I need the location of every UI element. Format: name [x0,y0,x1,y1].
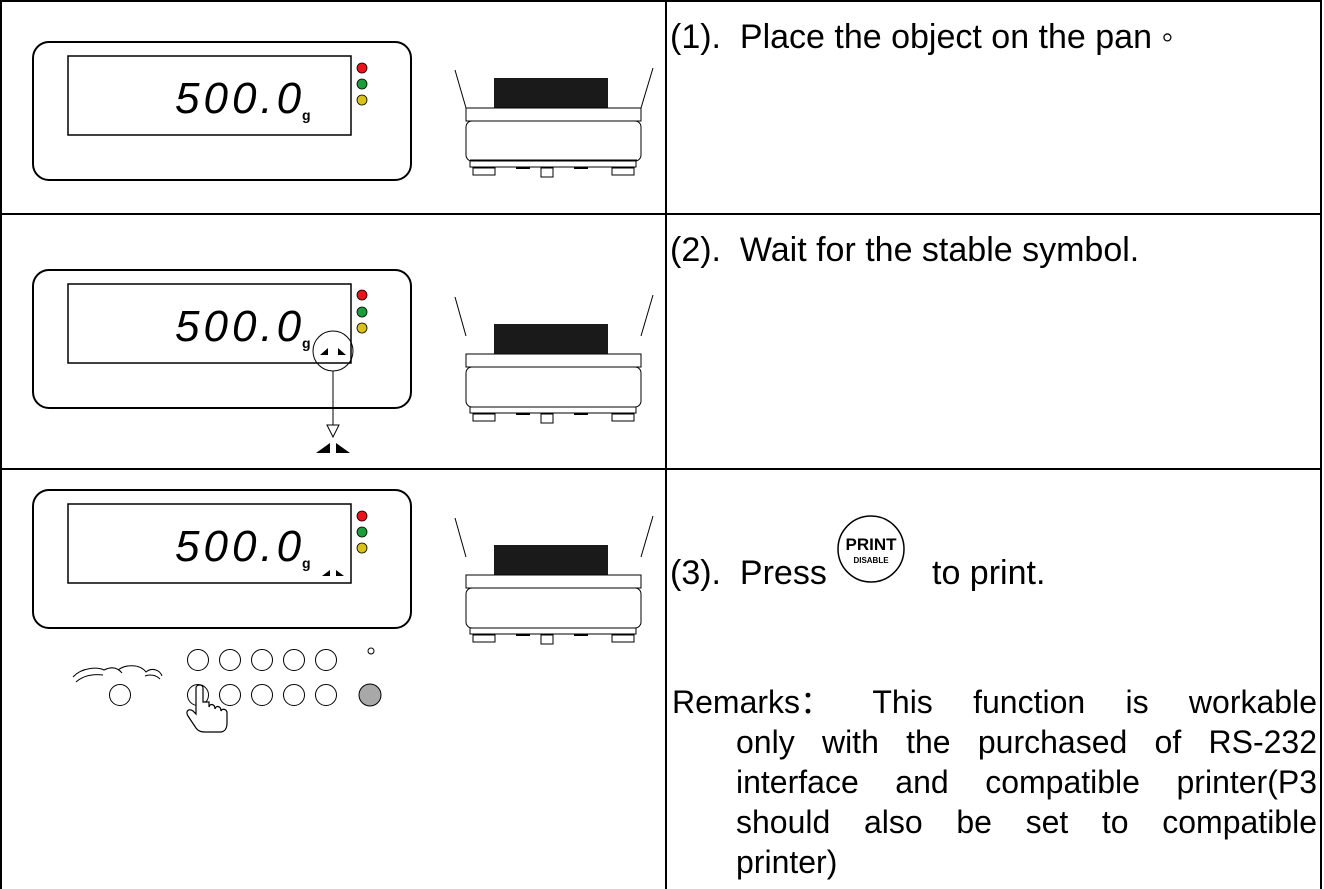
step3-number: (3). [670,554,721,592]
remarks-word-2: function [973,684,1086,720]
print-key-sublabel: DISABLE [853,556,889,565]
print-key-highlight [358,683,382,707]
stable-symbol-small [322,570,344,576]
scale-illustration [454,515,654,645]
table-border-top [0,0,1322,2]
display-unit: g [302,335,311,351]
step2-text: (2). Wait for the stable symbol. [670,230,1139,271]
remarks-block: Remarks： This function is workable only … [672,682,1317,882]
led-green [356,306,368,318]
remarks-label: Remarks： [672,684,833,720]
led-red [356,62,368,74]
step3-text: (3). Press [670,553,827,594]
scale-illustration [454,294,654,424]
display-unit: g [302,107,311,123]
remarks-word-3: is [1125,684,1149,720]
led-green [356,526,368,538]
led-yellow [356,542,368,554]
lcd-panel [67,55,352,136]
step3-press: Press [739,554,827,592]
led-red [356,510,368,522]
display-unit: g [302,555,311,571]
lcd-panel [67,283,352,364]
step2-instruction: Wait for the stable symbol. [739,231,1140,269]
remarks-word-4: workable [1188,684,1317,720]
column-divider [665,0,667,889]
table-border-right [1320,0,1322,889]
display-reading: 500.0 [175,302,305,351]
print-key-label: PRINT [846,535,898,554]
stable-symbol-small [320,348,346,355]
keypad-illustration [72,647,382,707]
remarks-line-5: printer) [736,844,838,880]
step1-instruction: Place the object on the pan ◦ [739,18,1174,56]
remarks-line-1: Remarks： This function is workable [672,682,1317,722]
step2-illustration: 500.0 g [32,269,654,453]
display-reading: 500.0 [175,74,305,123]
remarks-line-4: should also be set to compatible [736,804,1317,840]
print-disable-key-icon: PRINT DISABLE [837,515,905,583]
lcd-panel [67,503,352,584]
table-border-left [0,0,2,889]
stable-symbol-icon [316,443,350,453]
remarks-word-1: This [872,684,933,720]
remarks-line-3: interface and compatible printer(P3 [736,764,1317,800]
step2-number: (2). [670,231,721,269]
led-green [356,78,368,90]
row-divider-1 [0,213,1322,215]
remarks-line-2: only with the purchased of RS-232 [736,724,1317,760]
scale-illustration [454,67,654,178]
display-reading: 500.0 [175,522,305,571]
step1-illustration: 500.0 g [32,41,654,181]
led-yellow [356,94,368,106]
step3-to-print: to print. [932,554,1046,592]
arrow-down-icon [326,424,340,439]
step1-number: (1). [670,18,721,56]
step1-text: (1). Place the object on the pan ◦ [670,17,1174,58]
pointing-hand-icon [186,684,228,733]
led-yellow [356,322,368,334]
led-red [356,289,368,301]
step3-illustration: 500.0 g [32,489,654,733]
row-divider-2 [0,468,1322,470]
